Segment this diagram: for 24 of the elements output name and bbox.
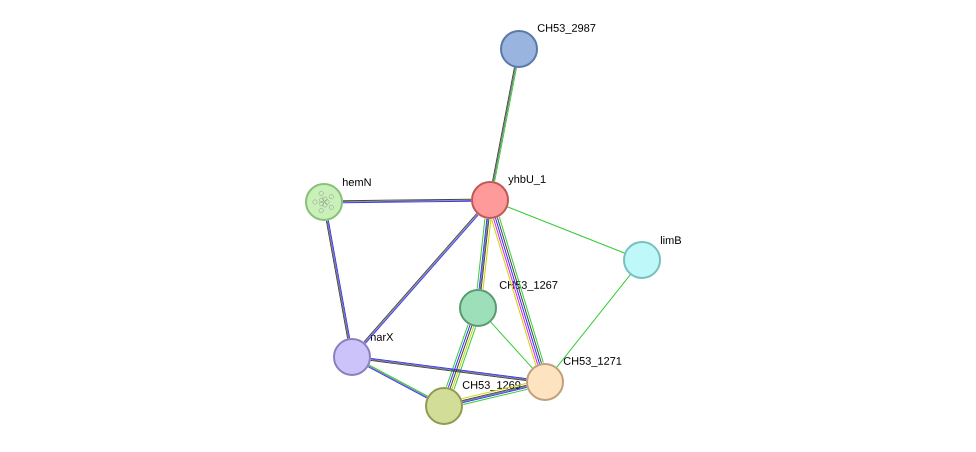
- protein-node: CH53_1271: [526, 357, 622, 401]
- interaction-line: [363, 213, 479, 344]
- interaction-line: [507, 206, 625, 254]
- protein-node: limB: [623, 236, 682, 279]
- protein-node: narX: [333, 333, 394, 376]
- interaction-line: [490, 322, 533, 368]
- node-label: hemN: [342, 178, 371, 186]
- node-label: limB: [660, 236, 682, 244]
- node-label: CH53_2987: [538, 24, 596, 34]
- node-label: narX: [370, 333, 394, 341]
- interaction-line: [326, 220, 350, 339]
- interaction-line: [492, 66, 517, 182]
- interaction-line: [446, 324, 476, 390]
- interaction-line: [476, 218, 492, 290]
- interaction-line: [342, 198, 472, 204]
- interaction-line: [368, 364, 428, 398]
- protein-node: CH53_2987: [500, 24, 596, 68]
- interaction-line: [491, 216, 544, 366]
- node-label: CH53_1271: [564, 357, 622, 367]
- protein-node: hemN: [305, 178, 371, 221]
- node-label: yhbU_1: [508, 174, 546, 186]
- interaction-line: [370, 358, 527, 382]
- interaction-line: [556, 274, 631, 368]
- protein-node: yhbU_1: [471, 174, 546, 219]
